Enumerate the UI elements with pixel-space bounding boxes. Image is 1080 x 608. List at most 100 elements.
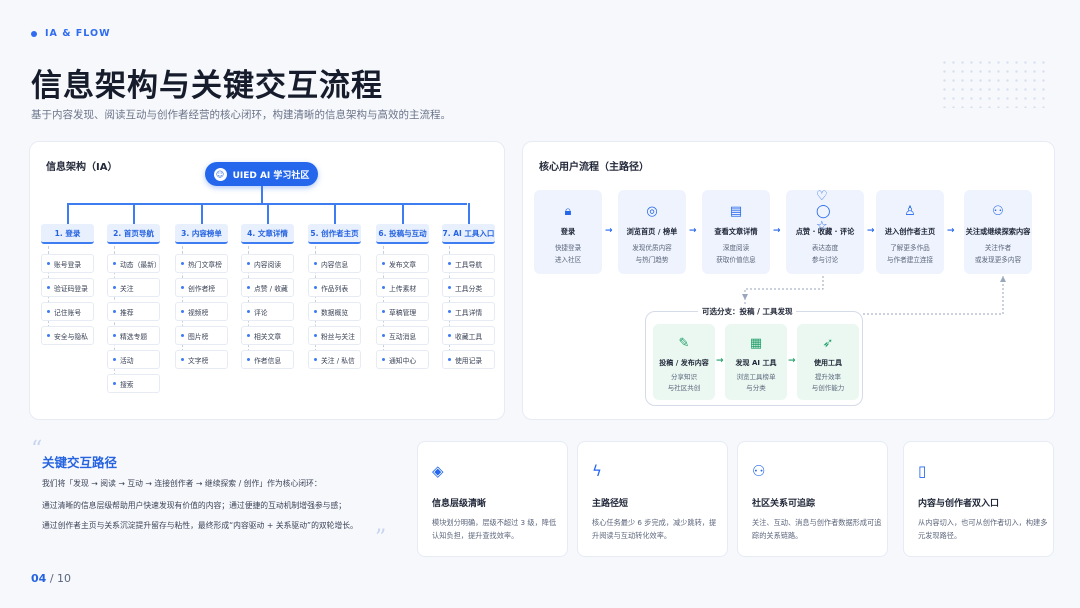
flow-step[interactable]: ▤查看文章详情深度阅读获取价值信息 [702,190,770,274]
ia-item-label: 图片榜 [188,332,209,341]
branch-step[interactable]: ➶使用工具提升效率与创作能力 [797,324,859,400]
page-current: 04 [31,572,47,585]
ia-item[interactable]: 搜索 [107,374,160,393]
flow-step[interactable]: ♡ ◯ ☆点赞 · 收藏 · 评论表达态度参与讨论 [786,189,864,274]
bullet-dot-icon [47,310,50,313]
ia-item-label: 草稿管理 [389,308,417,317]
bullet-dot-icon [314,358,317,361]
ia-item[interactable]: 相关文章 [241,326,294,345]
ia-item[interactable]: 创作者榜 [175,278,228,297]
users-icon: ⚇ [992,203,1004,219]
pen-icon: ✎ [678,335,690,351]
ia-item[interactable]: 工具导航 [442,254,495,273]
feature-title: 社区关系可追踪 [752,499,816,509]
flow-step[interactable]: ♙进入创作者主页了解更多作品与作者建立连接 [876,190,944,274]
compass-icon: ◎ [646,203,658,219]
ia-item[interactable]: 视频榜 [175,302,228,321]
ia-item[interactable]: 内容阅读 [241,254,294,273]
ia-item-label: 推荐 [120,308,134,317]
branch-step[interactable]: ✎投稿 / 发布内容分享知识与社区共创 [653,324,715,400]
ia-item-label: 动态（最新） [120,260,161,269]
ia-item[interactable]: 动态（最新） [107,254,161,273]
ia-root-node[interactable]: ☺ UIED AI 学习社区 [205,162,318,186]
ia-item[interactable]: 点赞 / 收藏 [241,278,294,297]
bullet-dot-icon [47,286,50,289]
flow-step-title: 查看文章详情 [714,227,758,236]
bullet-dot-icon [247,262,250,265]
ia-item-label: 作品列表 [321,284,349,293]
ia-item[interactable]: 推荐 [107,302,160,321]
branch-step-desc-line: 提升效率 [815,373,841,381]
ia-item[interactable]: 作者信息 [241,350,294,369]
ia-item[interactable]: 热门文章榜 [175,254,228,273]
ia-item[interactable]: 安全与隐私 [41,326,94,345]
bullet-dot-icon [448,310,451,313]
branch-step-desc-line: 与创作能力 [811,384,845,392]
ia-column-head[interactable]: 1. 登录 [41,224,94,244]
bullet-dot-icon [113,262,116,265]
ia-item[interactable]: 记住账号 [41,302,94,321]
branch-arrowhead [742,294,748,300]
ia-item[interactable]: 粉丝与关注 [308,326,361,345]
branch-step-desc-line: 与分类 [746,384,766,392]
ia-item[interactable]: 账号登录 [41,254,94,273]
bullet-dot-icon [382,334,385,337]
ia-item[interactable]: 评论 [241,302,294,321]
ia-item[interactable]: 工具分类 [442,278,495,297]
decorative-dot-grid [940,58,1050,108]
flow-step-desc-line: 进入社区 [554,256,582,264]
ia-item[interactable]: 验证码登录 [41,278,94,297]
ia-item[interactable]: 发布文章 [376,254,429,273]
feature-desc: 从内容切入，也可从创作者切入，构建多元发现路径。 [918,518,1048,540]
ia-item[interactable]: 活动 [107,350,160,369]
ia-column-head[interactable]: 5. 创作者主页 [308,224,361,244]
tree-connector [383,246,384,352]
ia-item[interactable]: 上传素材 [376,278,429,297]
tree-connector [402,203,404,225]
ia-item[interactable]: 通知中心 [376,350,429,369]
ia-item-label: 发布文章 [389,260,417,269]
ia-column-head[interactable]: 3. 内容榜单 [175,224,228,244]
ia-item[interactable]: 使用记录 [442,350,495,369]
flow-step[interactable]: 🔒︎登录快捷登录进入社区 [534,190,602,274]
tree-connector [315,246,316,352]
ia-column-head[interactable]: 2. 首页导航 [107,224,160,244]
arrow-right-icon: → [788,356,796,366]
branch-step-desc-line: 浏览工具榜单 [736,373,776,381]
ia-item[interactable]: 文字榜 [175,350,228,369]
user-icon: ♙ [904,203,916,219]
flow-step-desc: 发现优质内容与热门趋势 [632,242,672,266]
ia-item-label: 记住账号 [54,308,82,317]
tree-connector [67,203,69,225]
ia-root-label: UIED AI 学习社区 [232,170,310,181]
ia-column-head[interactable]: 6. 投稿与互动 [376,224,429,244]
ia-item[interactable]: 工具详情 [442,302,495,321]
ia-item[interactable]: 作品列表 [308,278,361,297]
ia-item[interactable]: 数据概览 [308,302,361,321]
flow-step[interactable]: ◎浏览首页 / 榜单发现优质内容与热门趋势 [618,190,686,274]
ia-item[interactable]: 草稿管理 [376,302,429,321]
rocket-icon: ➶ [822,335,834,351]
flow-step[interactable]: ⚇关注或继续探索内容关注作者或发现更多内容 [964,190,1032,274]
bullet-dot-icon [113,310,116,313]
ia-item[interactable]: 内容信息 [308,254,361,273]
flow-step-desc-line: 深度阅读 [722,244,750,252]
ia-item-label: 数据概览 [321,308,349,317]
ia-item[interactable]: 关注 [107,278,160,297]
layers-icon: ◈ [432,462,444,480]
ia-item[interactable]: 收藏工具 [442,326,495,345]
ia-column-head[interactable]: 7. AI 工具入口 [442,224,495,244]
ia-item[interactable]: 互动消息 [376,326,429,345]
ia-item[interactable]: 精选专题 [107,326,160,345]
ia-item[interactable]: 关注 / 私信 [308,350,361,369]
ia-item-label: 热门文章榜 [188,260,222,269]
ia-column-head[interactable]: 4. 文章详情 [241,224,294,244]
bullet-dot-icon [448,334,451,337]
branch-step-desc-line: 分享知识 [671,373,697,381]
branch-step[interactable]: ▦发现 AI 工具浏览工具榜单与分类 [725,324,787,400]
flow-step-title: 进入创作者主页 [884,227,936,236]
ia-item[interactable]: 图片榜 [175,326,228,345]
ia-item-label: 文字榜 [188,356,209,365]
